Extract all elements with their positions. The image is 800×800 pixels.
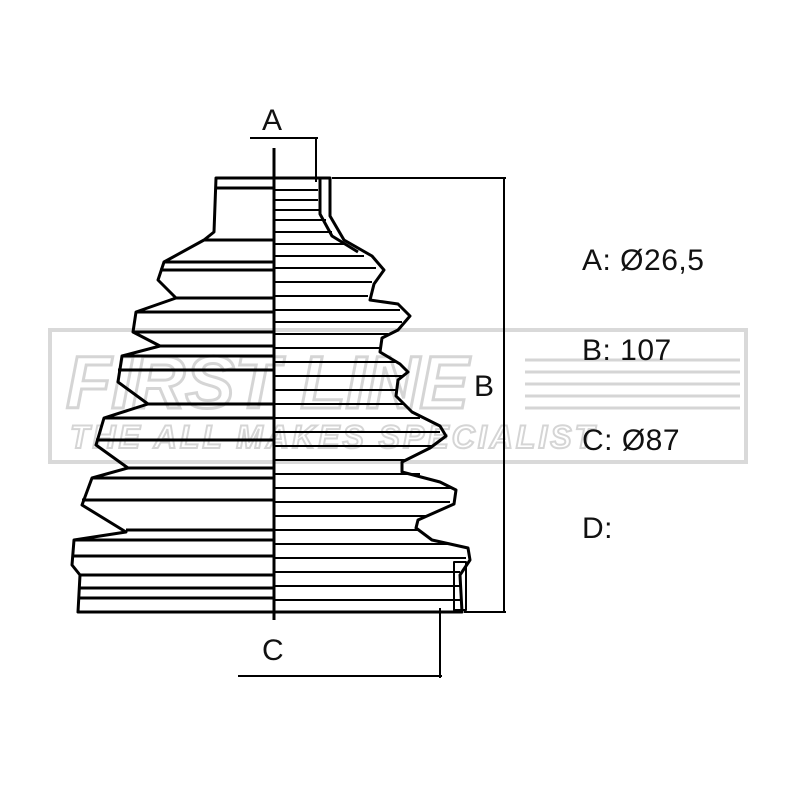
spec-b: B: 107	[582, 334, 672, 367]
watermark-tagline: THE ALL MAKES SPECIALIST	[70, 419, 597, 455]
spec-c: C: Ø87	[582, 424, 681, 457]
dimension-a-label: A	[262, 104, 282, 137]
watermark: FIRST LINE THE ALL MAKES SPECIALIST	[48, 328, 748, 464]
boot-right-half	[274, 176, 472, 614]
dimension-c-label: C	[262, 634, 284, 667]
dimension-a	[250, 137, 318, 182]
dimension-b-label: B	[474, 370, 494, 403]
boot-left-half	[70, 176, 274, 614]
spec-d: D:	[582, 512, 613, 545]
dimension-b	[332, 177, 506, 613]
dimension-c	[238, 608, 442, 678]
spec-a: A: Ø26,5	[582, 244, 705, 277]
